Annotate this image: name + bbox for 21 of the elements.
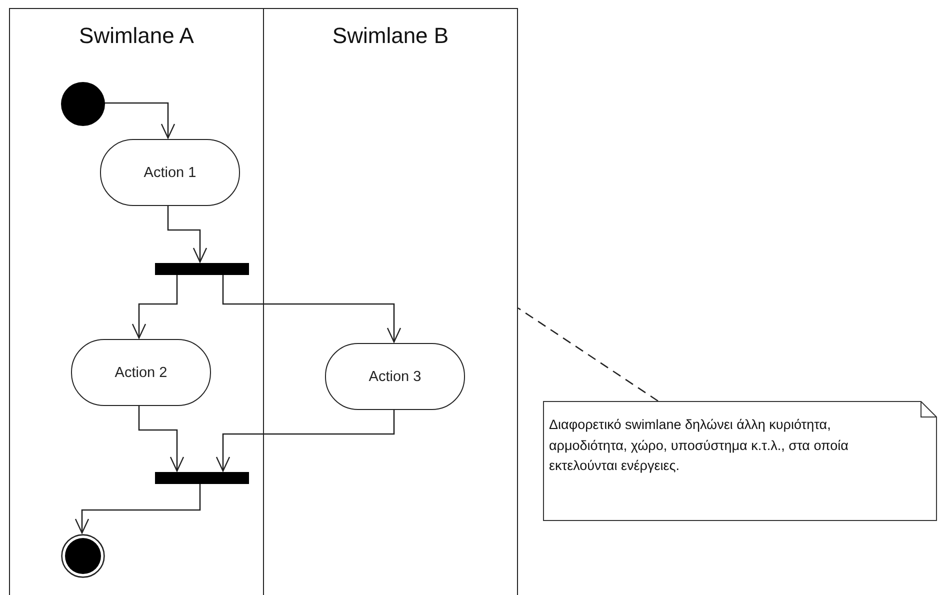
swimlane [9,8,264,595]
leader-line [518,307,658,402]
sync-bar [155,263,249,275]
swimlane-title: Swimlane B [331,23,450,49]
sync-bar [155,472,249,484]
action-node: Action 3 [325,343,465,410]
note-text: Διαφορετικό swimlane δηλώνει άλλη κυριότητα, αρμοδιότητα, χώρο, υποσύστημα κ.τ.λ., στα οποία εκτελούνται ενέργειες. [549,416,850,475]
initial-node [61,82,105,126]
flow-arrow [167,205,208,263]
action-node: Action 1 [100,139,240,206]
note [543,401,937,521]
flow-arrow [222,274,402,343]
flow-arrow [216,409,395,472]
flow-arrow [132,274,178,339]
action-node: Action 2 [71,339,211,406]
final-node [61,534,105,578]
flow-arrow [74,483,201,534]
flow-arrow [104,102,176,139]
flow-arrow [138,405,184,472]
swimlane-title: Swimlane A [78,23,195,49]
swimlane [263,8,518,595]
